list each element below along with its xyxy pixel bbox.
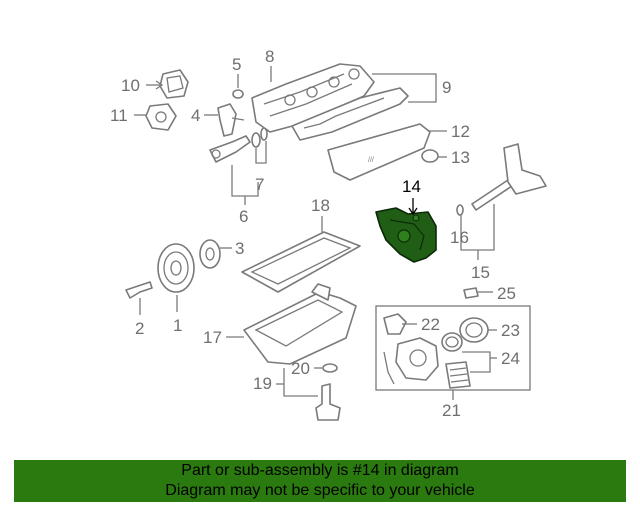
callout-16[interactable]: 16 [450,228,469,247]
callout-14-label: 14 [402,177,421,196]
part-25-plug[interactable] [463,287,479,299]
callout-1[interactable]: 1 [173,295,182,335]
callout-11[interactable]: 11 [110,106,146,125]
callout-15[interactable]: 15 [460,204,495,282]
callout-24-label: 24 [501,349,520,368]
callout-15-label: 15 [471,263,490,282]
part-1-pulley[interactable] [157,243,195,293]
callout-5-label: 5 [232,55,241,74]
part-9-gasket[interactable] [291,87,409,141]
callout-22[interactable]: 22 [402,315,440,334]
part-19-level-sensor[interactable] [315,383,341,421]
part-4-sensor[interactable] [217,103,245,137]
callout-23[interactable]: 23 [488,321,520,340]
callout-21[interactable]: 21 [442,390,461,420]
callout-2[interactable]: 2 [135,298,144,338]
callout-10-label: 10 [121,76,140,95]
callout-4-label: 4 [191,106,200,125]
callout-12[interactable]: 12 [428,122,470,141]
callout-18[interactable]: 18 [311,196,330,232]
part-3-hub[interactable] [199,239,221,269]
callout-1-label: 1 [173,316,182,335]
callout-4[interactable]: 4 [191,106,218,125]
part-23-cap [459,317,489,343]
callout-13[interactable]: 13 [438,148,470,167]
callout-8[interactable]: 8 [265,47,274,82]
callout-19-label: 19 [253,374,272,393]
callout-12-label: 12 [451,122,470,141]
banner-line-1: Part or sub-assembly is #14 in diagram [181,462,459,479]
part-17-oil-pan[interactable] [243,283,357,365]
part-21-filter-kit[interactable] [375,305,531,391]
part-14-assembly[interactable] [375,207,437,263]
callout-21-label: 21 [442,401,461,420]
part-2-bolt[interactable] [125,281,153,299]
part-12-engine-cover[interactable]: /// [327,123,431,181]
cover-logo: /// [368,157,374,164]
part-7-o-rings[interactable] [251,127,268,148]
banner-line-2: Diagram may not be specific to your vehi… [165,482,475,499]
part-18-oil-pan-gasket[interactable] [241,231,361,293]
part-10-engine-mount[interactable] [159,69,189,99]
callout-19[interactable]: 19 [253,368,318,397]
callout-17-label: 17 [203,328,222,347]
callout-24[interactable]: 24 [462,349,520,373]
callout-9[interactable]: 9 [372,73,451,103]
callout-3-label: 3 [235,239,244,258]
part-24-o-ring [441,332,463,352]
callout-17[interactable]: 17 [203,328,244,347]
callout-14[interactable]: 14 [402,177,421,216]
part-20-seal[interactable] [322,363,338,373]
callout-13-label: 13 [451,148,470,167]
part-15-dipstick-tube[interactable] [471,143,547,211]
callout-7-label: 7 [255,175,264,194]
callout-9-label: 9 [442,78,451,97]
callout-2-label: 2 [135,319,144,338]
part-13-cap[interactable] [421,149,439,163]
part-22-bracket [383,313,407,335]
part-5-seal[interactable] [232,89,244,99]
callout-5[interactable]: 5 [232,55,241,88]
callout-6-label: 6 [239,207,248,226]
callout-7[interactable]: 7 [255,141,267,194]
part-6-sensor[interactable] [209,135,251,163]
callout-8-label: 8 [265,47,274,66]
callout-23-label: 23 [501,321,520,340]
part-16-o-ring[interactable] [456,204,464,216]
callout-25[interactable]: 25 [478,284,516,303]
part-11-bracket[interactable] [145,103,177,131]
callout-10[interactable]: 10 [121,76,164,95]
callout-3[interactable]: 3 [220,239,244,258]
callout-11-label: 11 [110,106,128,125]
callout-16-label: 16 [450,228,469,247]
callout-25-label: 25 [497,284,516,303]
part-8-valve-cover[interactable] [251,63,375,133]
callout-6[interactable]: 6 [231,165,259,226]
callout-20[interactable]: 20 [291,359,322,378]
callout-20-label: 20 [291,359,310,378]
callout-18-label: 18 [311,196,330,215]
info-banner: Part or sub-assembly is #14 in diagram D… [14,460,626,502]
callout-22-label: 22 [421,315,440,334]
